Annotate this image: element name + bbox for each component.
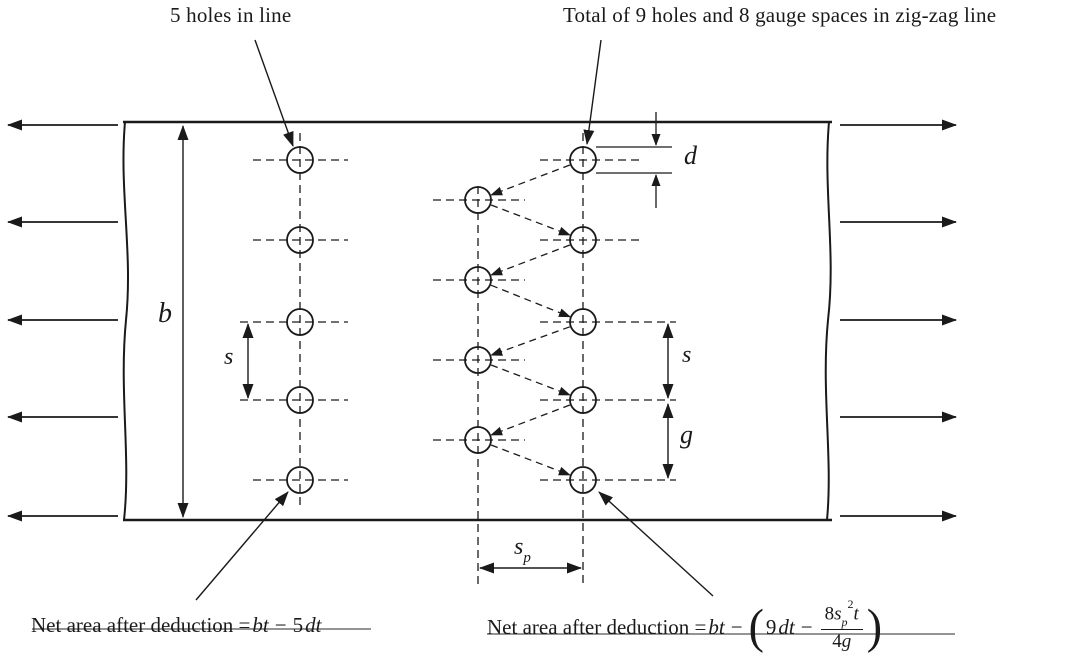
hole: [464, 186, 492, 214]
hole: [286, 386, 314, 414]
formula-left-bt: bt: [252, 612, 269, 637]
hole: [464, 426, 492, 454]
sp-main: s: [514, 534, 524, 560]
dimension-d-lines: [596, 112, 672, 208]
num-coef: 8: [824, 602, 835, 624]
open-paren: (: [748, 599, 764, 654]
fraction-denominator: 4g: [832, 630, 851, 653]
hole: [464, 346, 492, 374]
den-coef: 4: [832, 630, 842, 652]
hole: [569, 386, 597, 414]
hole: [569, 466, 597, 494]
hole: [286, 146, 314, 174]
formula-right-label: Net area after deduction =: [487, 614, 707, 639]
dimension-b-label: b: [158, 298, 172, 329]
load-arrows-right: [840, 119, 957, 522]
den-g: g: [841, 630, 852, 652]
dimension-s-left-label: s: [224, 344, 234, 370]
num-sup: 2: [847, 596, 854, 611]
dimension-sp-label: sp: [514, 534, 531, 566]
zigzag-holes: [464, 146, 597, 494]
zigzag-path: [490, 164, 571, 476]
formula-right-minus2: −: [800, 614, 813, 639]
num-t: t: [853, 602, 859, 624]
formula-right-bt: bt: [708, 614, 725, 639]
close-paren: ): [866, 599, 883, 654]
fraction-numerator: 8sp 2t: [820, 597, 863, 630]
dimension-d-label: d: [684, 141, 697, 170]
plate-left-break-edge: [122, 121, 130, 521]
leader-five-holes: [254, 39, 294, 147]
leader-nine-holes: [583, 39, 602, 145]
hole: [286, 226, 314, 254]
dimension-g-label: g: [680, 420, 693, 449]
formula-right-dt: dt: [778, 614, 795, 639]
sp-subscript: p: [523, 549, 531, 566]
hole: [464, 266, 492, 294]
formula-left-label: Net area after deduction =: [31, 612, 251, 637]
hole: [569, 146, 597, 174]
hole: [569, 226, 597, 254]
plate-right-break-edge: [824, 121, 832, 521]
formula-right-coef: 9: [765, 614, 777, 639]
formula-left-dt: dt: [305, 612, 322, 637]
left-column-centerlines: [240, 133, 348, 507]
fraction: 8sp 2t 4g: [820, 597, 863, 653]
dimension-s-right-label: s: [682, 342, 692, 368]
hole: [286, 466, 314, 494]
scan-artifact-lines: [32, 628, 955, 635]
leader-arrows: [195, 39, 714, 601]
annotation-nine-holes: Total of 9 holes and 8 gauge spaces in z…: [563, 3, 997, 27]
leader-formula-right: [598, 491, 714, 597]
formula-left-coef: 5: [292, 612, 304, 637]
num-sub: p: [841, 614, 848, 629]
leader-formula-left: [195, 491, 289, 601]
num-s: s: [834, 602, 842, 624]
plate-outline: [122, 120, 832, 522]
zigzag-centerlines: [433, 133, 676, 586]
formula-right: Net area after deduction = bt − ( 9 dt −…: [486, 596, 883, 658]
formula-right-minus: −: [730, 614, 743, 639]
formula-left: Net area after deduction = bt − 5 dt: [30, 610, 322, 640]
load-arrows-left: [7, 119, 118, 522]
annotation-five-holes: 5 holes in line: [170, 3, 292, 27]
left-hole-column: [286, 146, 314, 494]
hole: [286, 308, 314, 336]
formula-left-minus: −: [274, 612, 287, 637]
hole: [569, 308, 597, 336]
